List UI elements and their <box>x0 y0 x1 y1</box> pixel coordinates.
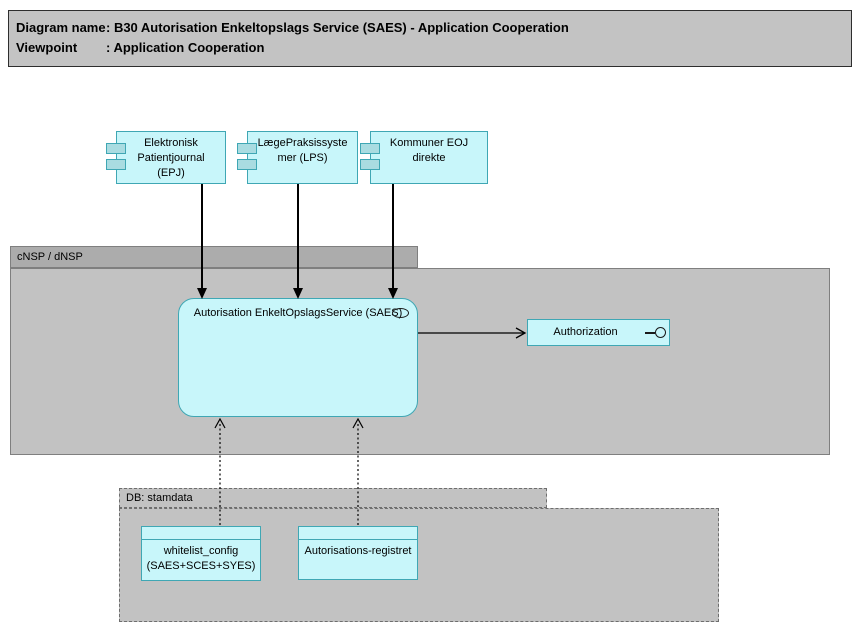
lollipop-stick <box>645 332 655 334</box>
datastore-autorisationsregistret: Autorisations-registret <box>298 526 418 580</box>
component-port-icon <box>237 143 257 154</box>
component-port-icon <box>360 143 380 154</box>
group-cnsp-dnsp-body <box>10 268 830 455</box>
component-lps-label: LægePraksissystemer (LPS) <box>257 137 348 164</box>
title-box: Diagram name : B30 Autorisation Enkeltop… <box>8 10 852 67</box>
datastore-whitelist-config-label: whitelist_config (SAES+SCES+SYES) <box>146 545 256 572</box>
title-row-viewpoint: Viewpoint : Application Cooperation <box>16 38 845 58</box>
interface-authorization: Authorization <box>527 319 670 346</box>
group-cnsp-dnsp-header: cNSP / dNSP <box>10 246 418 268</box>
group-db-stamdata-label: DB: stamdata <box>126 492 193 504</box>
component-port-icon <box>106 143 126 154</box>
component-epj-label: Elektronisk Patientjournal (EPJ) <box>137 137 205 179</box>
viewpoint-value: : Application Cooperation <box>106 40 265 55</box>
component-lps: LægePraksissystemer (LPS) <box>237 131 358 184</box>
component-port-icon <box>360 159 380 170</box>
lollipop-ring <box>655 327 666 338</box>
datastore-autorisationsregistret-label: Autorisations-registret <box>304 545 412 557</box>
group-db-stamdata-header: DB: stamdata <box>119 488 547 508</box>
interface-authorization-label: Authorization <box>553 326 618 338</box>
service-saes: Autorisation EnkeltOpslagsService (SAES) <box>178 298 418 417</box>
component-port-icon <box>106 159 126 170</box>
component-epj: Elektronisk Patientjournal (EPJ) <box>106 131 226 184</box>
component-kommuner-eoj-label: Kommuner EOJ direkte <box>389 137 469 164</box>
datastore-header-compartment <box>142 527 260 540</box>
group-cnsp-dnsp-label: cNSP / dNSP <box>17 251 83 263</box>
viewpoint-label: Viewpoint <box>16 40 78 55</box>
interface-lollipop-icon <box>645 327 666 338</box>
datastore-whitelist-config: whitelist_config (SAES+SCES+SYES) <box>141 526 261 581</box>
title-row-diagram-name: Diagram name : B30 Autorisation Enkeltop… <box>16 18 845 38</box>
title-label: Diagram name <box>16 20 106 35</box>
title-value: : B30 Autorisation Enkeltopslags Service… <box>106 20 569 35</box>
component-port-icon <box>237 159 257 170</box>
service-saes-label: Autorisation EnkeltOpslagsService (SAES) <box>193 307 403 319</box>
datastore-header-compartment <box>299 527 417 540</box>
application-service-icon <box>392 308 409 318</box>
component-kommuner-eoj: Kommuner EOJ direkte <box>360 131 488 184</box>
